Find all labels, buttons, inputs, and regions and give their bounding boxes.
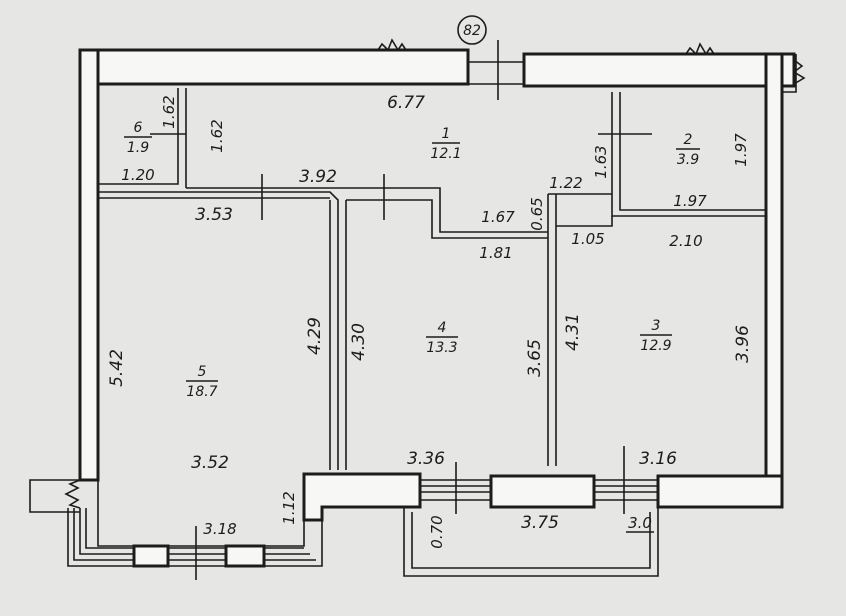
loggia-left: [67, 508, 323, 580]
top-wall-right: [522, 52, 796, 88]
dim-room4-top: 1.81: [479, 244, 512, 262]
room-5-number: 5: [198, 364, 207, 380]
dim-hall-step: 1.67: [481, 208, 515, 226]
room-1-area: 12.1: [430, 146, 461, 162]
room-4-label: 4 13.3: [426, 320, 458, 356]
bottom-wall-right: [656, 474, 784, 509]
room-2-area: 3.9: [677, 152, 699, 168]
entrance-door: [468, 40, 524, 100]
dim-room5-right: 4.29: [305, 317, 325, 355]
plan-number-badge: 82: [457, 15, 487, 45]
dim-room3-bottom: 3.16: [639, 449, 677, 469]
loggia-window-right: [224, 544, 266, 568]
exterior-walls: [78, 48, 796, 522]
room-5-area: 18.7: [186, 384, 217, 400]
room-1-number: 1: [442, 126, 451, 142]
room-labels: 1 12.1 2 3.9 3 12.9 4 13.3 5 18.7 6 1.9: [124, 120, 700, 400]
dim-loggia-left-depth: 1.12: [280, 491, 298, 524]
room-3-number: 3: [652, 318, 661, 334]
dim-balcony-right: 3.0: [628, 514, 652, 532]
dim-room2-left: 1.63: [592, 145, 610, 178]
room-3-label: 3 12.9: [640, 318, 672, 354]
room-1-label: 1 12.1: [430, 126, 461, 162]
room-6-label: 6 1.9: [124, 120, 152, 156]
room-4-area: 13.3: [426, 340, 457, 356]
dim-hall-corridor: 3.92: [299, 167, 337, 187]
room-5-label: 5 18.7: [186, 364, 218, 400]
dim-room4-bottom: 3.36: [407, 449, 445, 469]
dim-room3-top: 2.10: [669, 232, 702, 250]
dim-room2-bottom: 1.97: [673, 192, 707, 210]
room-2-label: 2 3.9: [676, 132, 700, 168]
balcony: [403, 446, 659, 577]
dim-room3-right: 3.96: [733, 325, 753, 363]
dim-closet-bottom: 1.20: [121, 166, 154, 184]
dim-room4-right: 3.65: [525, 339, 545, 377]
dim-room2-niche: 1.22: [549, 174, 582, 192]
dim-hall-top: 6.77: [387, 93, 425, 113]
dim-balcony-width: 3.75: [521, 513, 559, 533]
dimension-labels: 6.77 1.62 1.62 1.20 3.92 3.53 1.67 0.65 …: [107, 93, 753, 549]
plan-number: 82: [463, 23, 481, 39]
dim-hall-step-depth: 0.65: [528, 197, 546, 230]
loggia-window-left: [132, 544, 170, 568]
dim-balcony-depth: 0.70: [428, 515, 446, 548]
dim-room4-left: 4.30: [349, 323, 369, 361]
bottom-wall-middle: [489, 474, 596, 509]
dim-closet-left: 1.62: [160, 95, 178, 128]
dim-room5-left: 5.42: [107, 349, 127, 387]
interior-partitions: [97, 88, 766, 547]
dim-loggia-left-width: 3.18: [203, 520, 236, 538]
dim-room3-left: 4.31: [563, 313, 583, 351]
room-3-area: 12.9: [640, 338, 671, 354]
room-4-number: 4: [438, 320, 447, 336]
dim-closet-right: 1.62: [208, 119, 226, 152]
bottom-wall-left: [302, 472, 422, 522]
dim-room5-bottom: 3.52: [191, 453, 229, 473]
top-wall-left: [78, 48, 470, 86]
room-6-area: 1.9: [127, 140, 149, 156]
room-6-number: 6: [134, 120, 143, 136]
room-2-number: 2: [684, 132, 693, 148]
left-wall: [78, 48, 100, 482]
right-wall: [764, 52, 784, 509]
dimension-ticks: [150, 133, 652, 220]
dim-room5-top: 3.53: [195, 205, 233, 225]
dim-room3-niche: 1.05: [571, 230, 604, 248]
dim-room2-right: 1.97: [732, 133, 750, 167]
wall-break-symbols: [29, 38, 806, 513]
